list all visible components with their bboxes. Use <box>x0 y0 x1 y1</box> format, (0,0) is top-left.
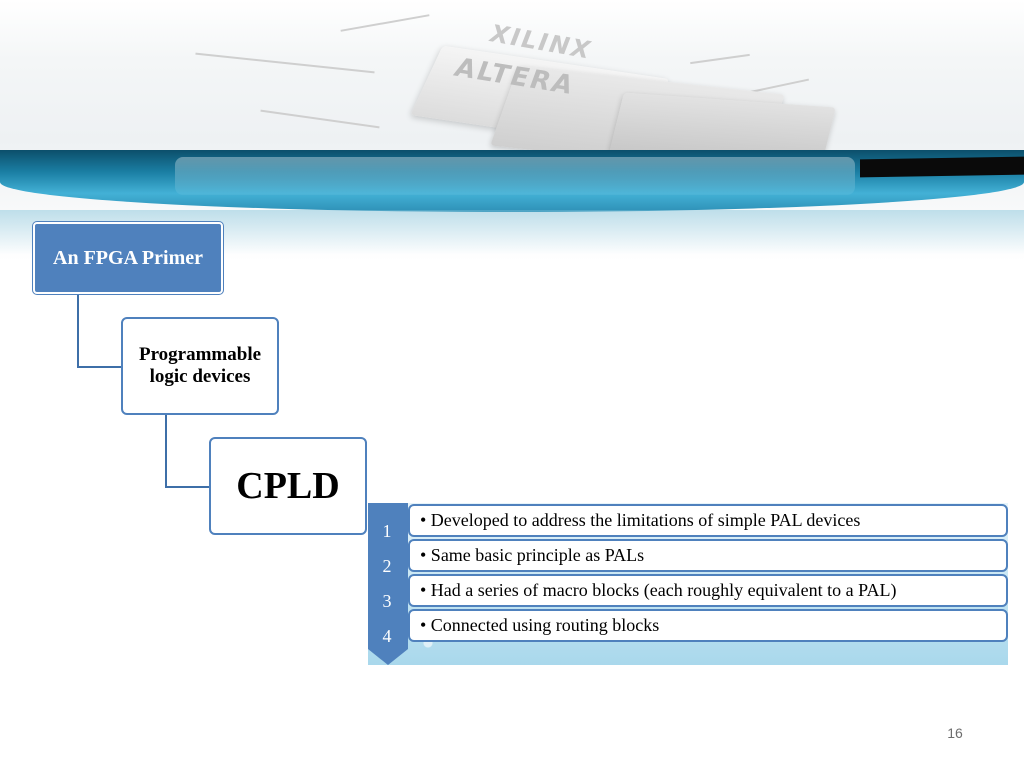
connector-line <box>77 294 123 368</box>
banner-wave-highlight <box>175 157 855 195</box>
item-number: 4 <box>382 626 392 646</box>
detail-text: • Developed to address the limitations o… <box>420 510 861 530</box>
item-number: 2 <box>382 556 392 576</box>
banner-wave <box>0 150 1024 212</box>
item-number: 1 <box>382 521 392 541</box>
item-number: 3 <box>382 591 392 611</box>
node-label: Programmable logic devices <box>138 344 262 387</box>
detail-item: • Connected using routing blocks <box>408 609 1008 642</box>
number-strip <box>368 503 408 665</box>
page-number: 16 <box>947 725 963 741</box>
detail-item: • Same basic principle as PALs <box>408 539 1008 572</box>
detail-text: • Had a series of macro blocks (each rou… <box>420 580 897 600</box>
connector-line <box>165 415 211 488</box>
detail-text: • Same basic principle as PALs <box>420 545 645 565</box>
node-fpga-primer: An FPGA Primer <box>33 222 223 294</box>
node-label: CPLD <box>236 465 340 507</box>
node-label: An FPGA Primer <box>53 246 203 269</box>
header-banner: XILINX ALTERA <box>0 0 1024 262</box>
detail-item: • Developed to address the limitations o… <box>408 504 1008 537</box>
detail-text: • Connected using routing blocks <box>420 615 660 635</box>
node-cpld: CPLD <box>209 437 367 535</box>
node-programmable-logic-devices: Programmable logic devices <box>121 317 279 415</box>
banner-dark-stripe <box>860 156 1024 178</box>
detail-item: • Had a series of macro blocks (each rou… <box>408 574 1008 607</box>
